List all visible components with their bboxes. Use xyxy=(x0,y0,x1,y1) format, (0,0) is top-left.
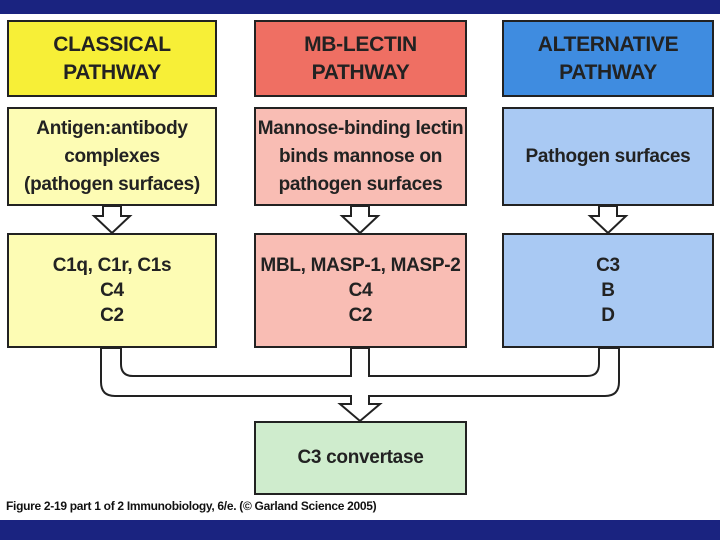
alternative-trigger-box: Pathogen surfaces xyxy=(502,107,714,206)
mb-lectin-pathway-header: MB-LECTIN PATHWAY xyxy=(254,20,467,97)
converging-arrow xyxy=(100,347,620,423)
classical-pathway-header: CLASSICAL PATHWAY xyxy=(7,20,217,97)
mb-lectin-components-box: MBL, MASP-1, MASP-2 C4 C2 xyxy=(254,233,467,348)
mb-lectin-down-arrow xyxy=(339,205,381,235)
alternative-components-box: C3 B D xyxy=(502,233,714,348)
mb-lectin-trigger-box: Mannose-binding lectin binds mannose on … xyxy=(254,107,467,206)
figure-caption: Figure 2-19 part 1 of 2 Immunobiology, 6… xyxy=(6,499,377,513)
classical-trigger-box: Antigen:antibody complexes (pathogen sur… xyxy=(7,107,217,206)
top-band xyxy=(0,0,720,14)
classical-components-box: C1q, C1r, C1s C4 C2 xyxy=(7,233,217,348)
c3-convertase-box: C3 convertase xyxy=(254,421,467,495)
alternative-down-arrow xyxy=(587,205,629,235)
bottom-band xyxy=(0,520,720,540)
classical-down-arrow xyxy=(91,205,133,235)
alternative-pathway-header: ALTERNATIVE PATHWAY xyxy=(502,20,714,97)
